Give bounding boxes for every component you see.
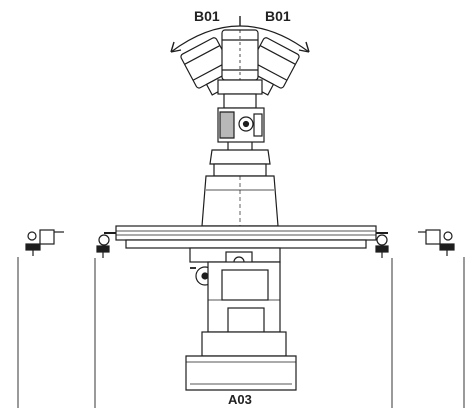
table-travel-label: A03 — [228, 392, 252, 407]
rotation-arc — [170, 25, 310, 53]
table-travel-left-limit — [17, 229, 64, 408]
table-travel-right-limit — [418, 229, 465, 408]
rotation-label-left: B01 — [194, 8, 220, 24]
work-table — [96, 225, 389, 258]
machine-base — [185, 331, 297, 391]
head-rotation-indicator — [170, 16, 310, 53]
rotation-arrow-left — [170, 41, 182, 53]
ram — [209, 149, 271, 177]
spindle-housing — [217, 107, 265, 150]
rotation-label-right: B01 — [265, 8, 291, 24]
rotation-arrow-right — [298, 41, 310, 53]
motor-head — [217, 29, 263, 109]
table-handwheel-right — [375, 232, 389, 258]
knee-body — [207, 261, 281, 333]
column — [201, 175, 279, 227]
table-handwheel-left — [96, 232, 116, 258]
